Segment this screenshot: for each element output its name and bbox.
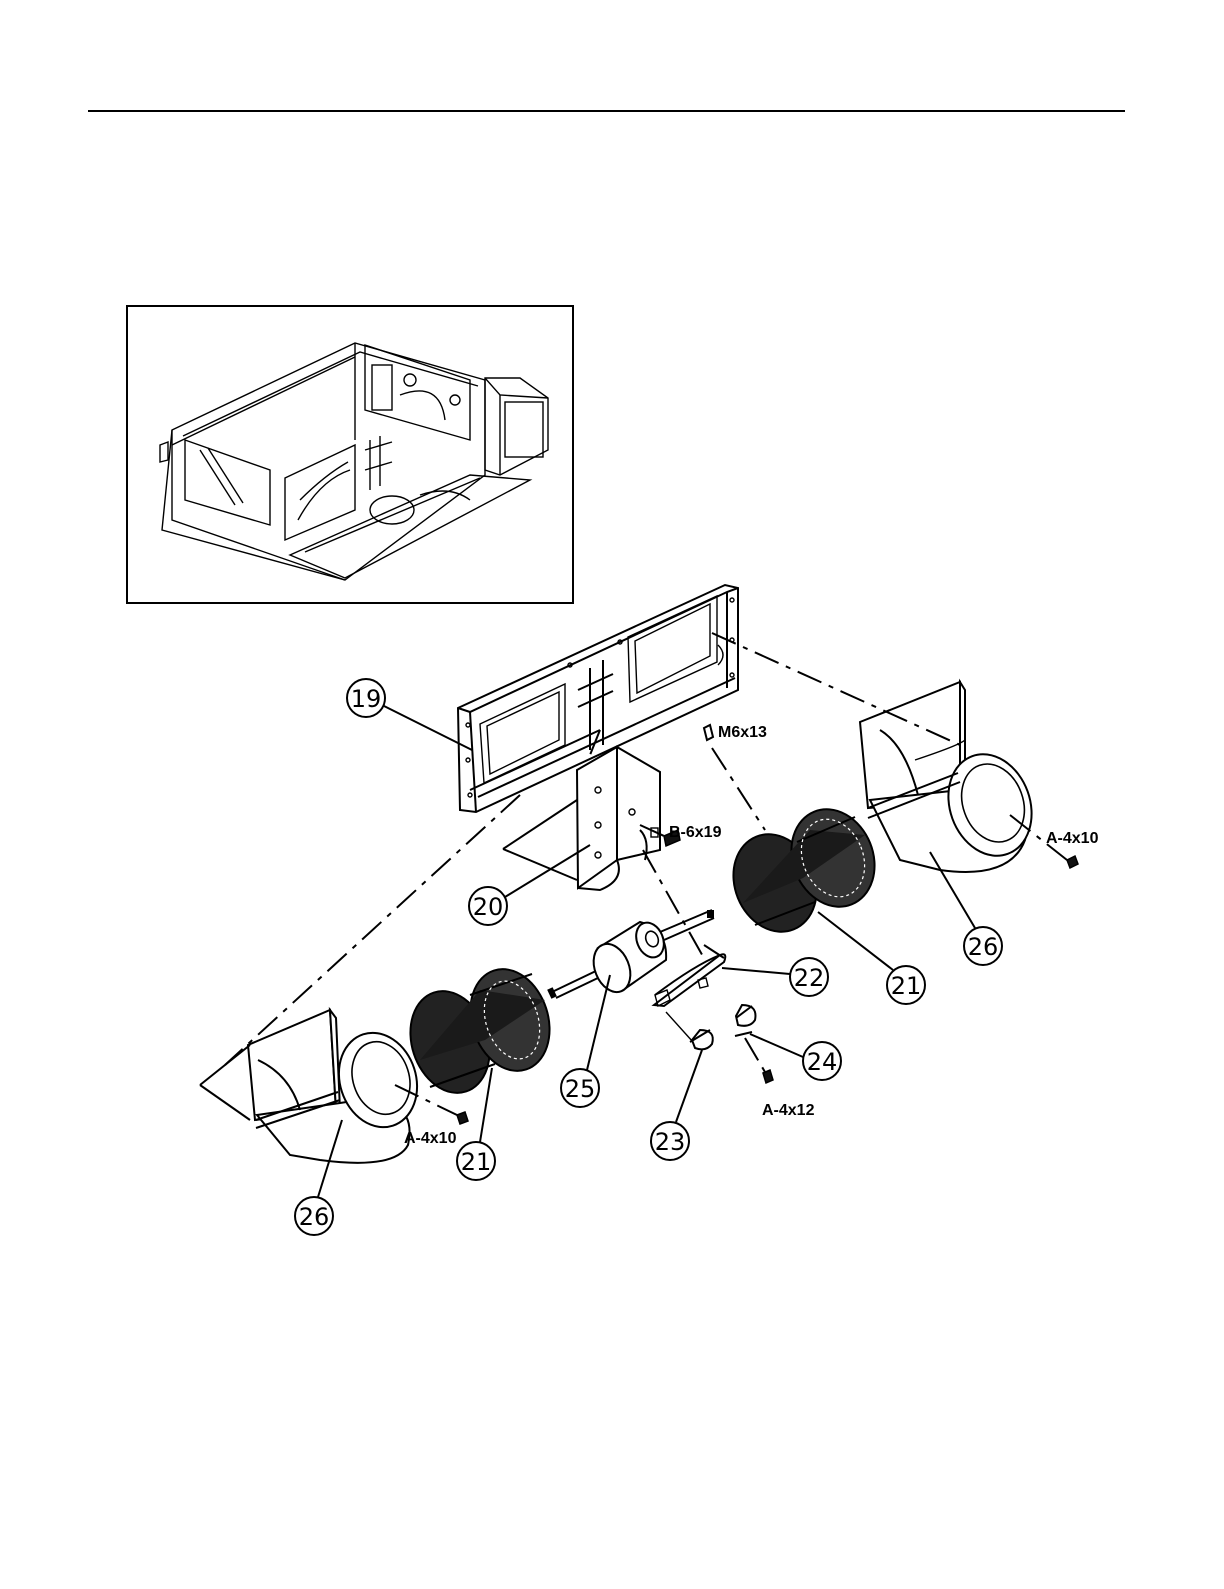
part-21-left-blower-wheel (398, 959, 562, 1103)
screw-a4x12-icon (745, 1038, 773, 1083)
balloon-19: 19 (347, 679, 472, 750)
svg-text:23: 23 (655, 1128, 686, 1156)
label-m6x13: M6x13 (718, 724, 767, 741)
label-a4x10-left: A-4x10 (404, 1130, 457, 1147)
svg-text:24: 24 (807, 1048, 838, 1076)
balloon-22: 22 (722, 958, 828, 996)
svg-text:25: 25 (565, 1075, 596, 1103)
svg-text:21: 21 (461, 1148, 492, 1176)
svg-text:26: 26 (968, 933, 999, 961)
balloon-25: 25 (561, 975, 610, 1107)
svg-text:22: 22 (794, 964, 825, 992)
balloon-21-right: 21 (818, 912, 925, 1004)
part-26-left-scroll-housing (248, 1010, 429, 1163)
part-24-rubber-mount (735, 1005, 755, 1036)
part-21-right-blower-wheel (719, 797, 889, 945)
svg-text:21: 21 (891, 972, 922, 1000)
label-a4x10-right: A-4x10 (1046, 830, 1099, 847)
balloon-20: 20 (469, 845, 590, 925)
svg-text:26: 26 (299, 1203, 330, 1231)
part-20-motor-bracket (577, 747, 660, 890)
part-23-rubber-mount (666, 1012, 713, 1049)
label-b6x19: B-6x19 (669, 824, 722, 841)
label-a4x12: A-4x12 (762, 1102, 815, 1119)
svg-text:20: 20 (473, 893, 504, 921)
inset-unit-view (127, 306, 573, 603)
svg-text:19: 19 (351, 685, 382, 713)
part-26-right-scroll-housing (860, 682, 1045, 872)
balloon-23: 23 (651, 1050, 702, 1160)
